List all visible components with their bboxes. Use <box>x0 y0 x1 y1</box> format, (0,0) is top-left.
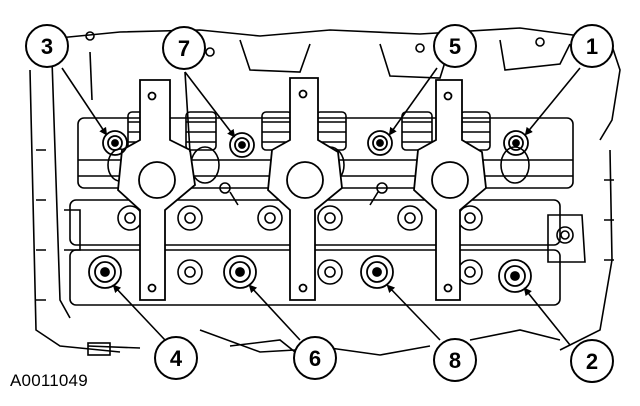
bolt-3 <box>102 130 128 156</box>
leader-7b <box>184 71 191 153</box>
bolt-2 <box>498 259 532 293</box>
callout-8-number: 8 <box>449 348 461 373</box>
callout-7: 7 <box>162 26 206 70</box>
callout-5: 5 <box>433 24 477 68</box>
callout-1: 1 <box>570 24 614 68</box>
callout-6: 6 <box>293 336 337 380</box>
leader-4 <box>112 284 166 341</box>
bearing-cap-plates <box>117 77 487 301</box>
bolt-7 <box>229 132 255 158</box>
leader-lines <box>61 67 581 346</box>
bolt-5 <box>367 130 393 156</box>
callout-2-number: 2 <box>586 349 598 374</box>
leader-5 <box>388 67 438 136</box>
figure-id-label: A0011049 <box>10 371 88 390</box>
bolt-6 <box>223 255 257 289</box>
callout-5-number: 5 <box>449 34 461 59</box>
callout-8: 8 <box>433 338 477 382</box>
bolt-4 <box>88 255 122 289</box>
engine-block-outline <box>29 27 621 357</box>
leader-2 <box>523 287 571 346</box>
leader-7a <box>184 71 236 138</box>
leader-6 <box>248 284 301 341</box>
callout-7-number: 7 <box>178 36 190 61</box>
leader-3 <box>61 67 108 136</box>
leader-1 <box>524 67 581 136</box>
callout-3-number: 3 <box>41 34 53 59</box>
callout-2: 2 <box>570 339 614 383</box>
callout-1-number: 1 <box>586 34 598 59</box>
bolt-1 <box>503 130 529 156</box>
callout-4: 4 <box>154 336 198 380</box>
callout-3: 3 <box>25 24 69 68</box>
leader-8 <box>386 284 441 341</box>
callout-6-number: 6 <box>309 346 321 371</box>
bolt-8 <box>360 255 394 289</box>
callout-4-number: 4 <box>170 346 183 371</box>
